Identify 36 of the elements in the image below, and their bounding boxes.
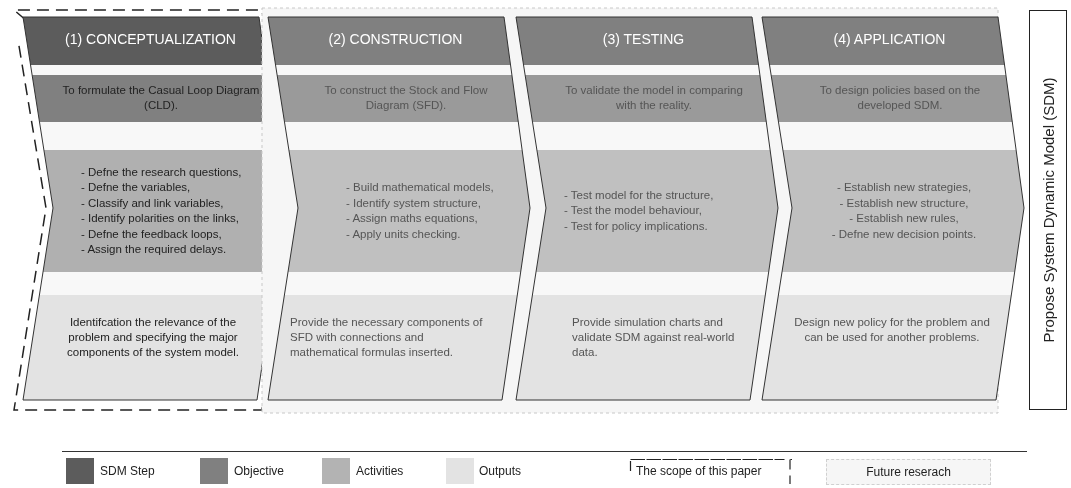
activity-item: - Assign the required delays. xyxy=(81,242,227,257)
activity-item: - Defne new decision points. xyxy=(831,226,977,242)
legend-label: Outputs xyxy=(479,464,522,478)
output-text: Provide simulation charts and validate SDM against real-world data. xyxy=(572,315,736,360)
step-heading: (3) TESTING xyxy=(601,30,686,48)
output-text: Identifcation the relevance of the problem and specifying the major components of the system model. xyxy=(66,315,240,360)
activity-item: - Defne the variables, xyxy=(81,180,191,195)
activity-item: - Build mathematical models, xyxy=(346,180,494,195)
activity-item: - Establish new rules, xyxy=(849,211,959,226)
activity-item: - Test model for the structure, xyxy=(564,187,714,203)
side-title: Propose System Dynamic Model (SDM) xyxy=(1039,77,1056,343)
activity-item: - Defne the feedback loops, xyxy=(81,226,222,242)
activity-item: - Test for policy implications. xyxy=(564,218,708,234)
step-heading: (2) CONSTRUCTION xyxy=(327,30,464,48)
legend-label: SDM Step xyxy=(100,464,155,478)
activity-item: - Defne the research questions, xyxy=(81,164,242,180)
activity-item: - Assign maths equations, xyxy=(346,211,478,226)
activity-item: - Establish new structure, xyxy=(839,195,969,211)
activity-item: - Identify polarities on the links, xyxy=(81,211,239,226)
output-text: Design new policy for the problem and can be used for another problems. xyxy=(793,315,991,345)
activity-item: - Apply units checking. xyxy=(346,226,461,242)
objective-text: To design policies based on the developed SDM. xyxy=(818,83,982,113)
legend-label: The scope of this paper xyxy=(636,464,762,478)
objective-text: To validate the model in comparing with the reality. xyxy=(564,83,744,113)
activity-item: - Test the model behaviour, xyxy=(564,203,702,219)
step-heading: (4) APPLICATION xyxy=(832,30,947,48)
step-heading: (1) CONCEPTUALIZATION xyxy=(64,30,237,48)
output-text: Provide the necessary components of SFD with connections and mathematical formulas inserted. xyxy=(290,315,484,360)
legend-dotted-sample: Future reserach xyxy=(826,459,991,485)
activity-item: - Identify system structure, xyxy=(346,195,481,211)
objective-text: To formulate the Casual Loop Diagram (CLD). xyxy=(61,83,261,113)
legend-label: Objective xyxy=(234,464,285,478)
objective-text: To construct the Stock and Flow Diagram (SFD). xyxy=(323,83,489,113)
activity-item: - Establish new strategies, xyxy=(836,180,972,195)
legend-label: Activities xyxy=(356,464,404,478)
activity-item: - Classify and link variables, xyxy=(81,195,224,211)
